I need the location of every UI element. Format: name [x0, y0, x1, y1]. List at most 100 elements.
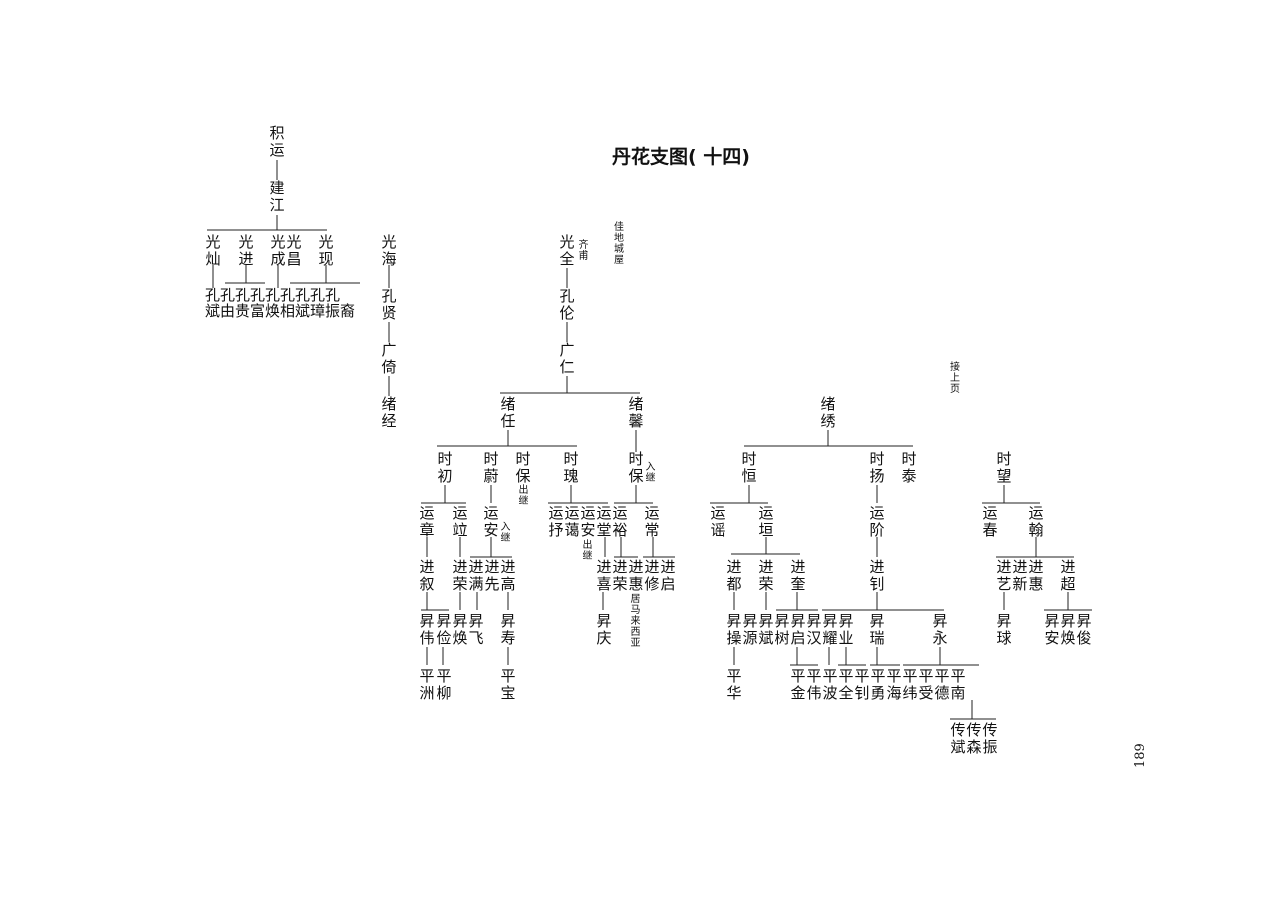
name-node: 平宝 — [500, 667, 516, 702]
name-node: 进都 — [726, 558, 742, 593]
name-node: 运垣 — [758, 504, 774, 539]
name-node: 昇斌 — [758, 612, 774, 647]
name-node: 时初 — [437, 450, 453, 485]
name-node: 昇安 — [1044, 612, 1060, 647]
page-title: 丹花支图( 十四) — [612, 146, 750, 168]
name-row: 孔孔孔孔孔孔孔孔孔 — [205, 286, 341, 304]
name-node: 进满 — [468, 558, 484, 593]
name-node: 时保 — [515, 450, 531, 485]
name-node: 广倚 — [381, 341, 397, 376]
name-node: 运阶 — [869, 504, 885, 539]
note-text: 齐甫 — [578, 240, 589, 262]
name-node: 进叙 — [419, 558, 435, 593]
name-node: 时泰 — [901, 450, 917, 485]
name-node: 平柳 — [436, 667, 452, 702]
name-node: 光昌 — [286, 233, 302, 268]
name-node: 昇业 — [838, 612, 854, 647]
name-node: 运蔼 — [564, 504, 580, 539]
name-node: 昇操 — [726, 612, 742, 647]
name-node: 平纬 — [902, 667, 918, 702]
name-node: 光成 — [270, 233, 286, 268]
name-node: 昇瑞 — [869, 612, 885, 647]
name-node: 运裕 — [612, 504, 628, 539]
name-node: 进荣 — [612, 558, 628, 593]
name-node: 建江 — [269, 179, 285, 214]
name-node: 平洲 — [419, 667, 435, 702]
name-node: 进荣 — [758, 558, 774, 593]
name-node: 昇庆 — [596, 612, 612, 647]
name-node: 昇树 — [774, 612, 790, 647]
note-text: 入继 — [500, 522, 511, 544]
name-node: 进惠 — [628, 558, 644, 593]
name-node: 光全 — [559, 233, 575, 268]
name-node: 广仁 — [559, 341, 575, 376]
name-node: 运抒 — [548, 504, 564, 539]
name-node: 光进 — [238, 233, 254, 268]
name-node: 传森 — [966, 721, 982, 756]
continue-note: 接上页 — [950, 362, 960, 395]
name-node: 进启 — [660, 558, 676, 593]
name-node: 昇耀 — [822, 612, 838, 647]
name-node: 平华 — [726, 667, 742, 702]
name-node: 积运 — [269, 124, 285, 159]
name-node: 运竝 — [452, 504, 468, 539]
name-node: 运堂 — [596, 504, 612, 539]
name-node: 运翰 — [1028, 504, 1044, 539]
name-node: 昇俊 — [1076, 612, 1092, 647]
name-node: 平金 — [790, 667, 806, 702]
name-node: 进新 — [1012, 558, 1028, 593]
name-node: 运常 — [644, 504, 660, 539]
note-text: 出继 — [582, 540, 593, 562]
name-node: 进艺 — [996, 558, 1012, 593]
name-node: 运春 — [982, 504, 998, 539]
note-text: 入继 — [645, 462, 656, 484]
name-node: 进惠 — [1028, 558, 1044, 593]
name-node: 平钊 — [854, 667, 870, 702]
name-node: 平德 — [934, 667, 950, 702]
name-node: 光现 — [318, 233, 334, 268]
name-node: 绪经 — [381, 395, 397, 430]
name-node: 绪馨 — [628, 395, 644, 430]
name-node: 进超 — [1060, 558, 1076, 593]
name-node: 进喜 — [596, 558, 612, 593]
name-node: 昇永 — [932, 612, 948, 647]
name-node: 平海 — [886, 667, 902, 702]
name-node: 平南 — [950, 667, 966, 702]
name-node: 进荣 — [452, 558, 468, 593]
name-node: 昇启 — [790, 612, 806, 647]
name-node: 绪绣 — [820, 395, 836, 430]
name-node: 昇源 — [742, 612, 758, 647]
name-node: 运安 — [580, 504, 596, 539]
name-node: 进奎 — [790, 558, 806, 593]
name-node: 进高 — [500, 558, 516, 593]
name-node: 昇焕 — [452, 612, 468, 647]
name-node: 孔贤 — [381, 287, 397, 322]
note-text: 居马来西亚 — [630, 594, 641, 649]
name-node: 运谣 — [710, 504, 726, 539]
name-node: 时保 — [628, 450, 644, 485]
name-node: 绪任 — [500, 395, 516, 430]
name-node: 时扬 — [869, 450, 885, 485]
name-node: 传振 — [982, 721, 998, 756]
name-node: 昇伟 — [419, 612, 435, 647]
name-node: 昇焕 — [1060, 612, 1076, 647]
note-text: 出继 — [518, 485, 529, 507]
name-node: 昇汉 — [806, 612, 822, 647]
name-node: 平伟 — [806, 667, 822, 702]
name-node: 光灿 — [205, 233, 221, 268]
name-node: 光海 — [381, 233, 397, 268]
name-node: 时蔚 — [483, 450, 499, 485]
name-node: 昇俭 — [436, 612, 452, 647]
name-node: 孔伦 — [559, 287, 575, 322]
name-node: 时瑰 — [563, 450, 579, 485]
name-node: 平勇 — [870, 667, 886, 702]
name-node: 进钊 — [869, 558, 885, 593]
name-row: 斌由贵富焕相斌璋振裔 — [205, 302, 356, 320]
name-node: 运安 — [483, 504, 499, 539]
name-node: 时恒 — [741, 450, 757, 485]
name-node: 运章 — [419, 504, 435, 539]
name-node: 进修 — [644, 558, 660, 593]
name-node: 传斌 — [950, 721, 966, 756]
